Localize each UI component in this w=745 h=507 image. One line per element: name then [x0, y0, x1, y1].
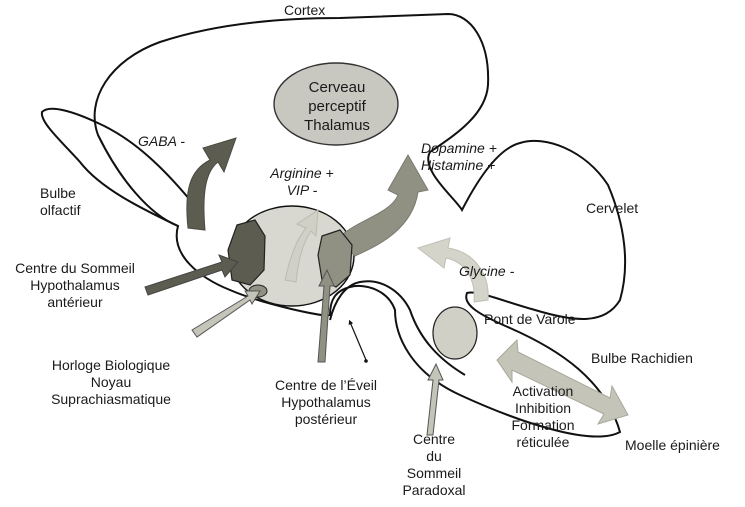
paradoxal-arrow — [427, 364, 443, 435]
gaba-curved-arrow — [187, 138, 236, 230]
dopamine-curved-arrow — [338, 155, 428, 256]
clock-arrow — [192, 291, 260, 337]
thalamus-label: Cerveau perceptif Thalamus — [292, 78, 382, 135]
paradoxal-sleep-label: Centre du Sommeil Paradoxal — [394, 431, 474, 499]
glycine-label: Glycine - — [459, 263, 514, 280]
medulla-label: Bulbe Rachidien — [591, 350, 693, 367]
spinal-cord-label: Moelle épinière — [625, 437, 720, 454]
pons-oval — [433, 307, 477, 359]
reticular-formation-label: Activation Inhibition Formation réticulé… — [498, 383, 588, 451]
sleep-centre-arrow — [145, 255, 238, 295]
clock-label: Horloge Biologique Noyau Suprachiasmatiq… — [43, 357, 179, 408]
cortex-label: Cortex — [284, 2, 325, 19]
gaba-label: GABA - — [138, 133, 185, 150]
wake-pointer-line — [350, 322, 366, 360]
pons-label: Pont de Varole — [484, 311, 576, 328]
wake-centre-label: Centre de l’Éveil Hypothalamus postérieu… — [264, 377, 388, 428]
cerebellum-label: Cervelet — [586, 200, 638, 217]
dopamine-histamine-label: Dopamine + Histamine + — [421, 140, 497, 174]
sleep-centre-nucleus — [228, 220, 265, 285]
olfactory-bulb-label: Bulbe olfactif — [40, 185, 80, 219]
wake-pointer-dot — [364, 359, 368, 363]
arginine-vip-label: Arginine + VIP - — [262, 165, 342, 199]
sleep-centre-label: Centre du Sommeil Hypothalamus antérieur — [2, 260, 148, 311]
